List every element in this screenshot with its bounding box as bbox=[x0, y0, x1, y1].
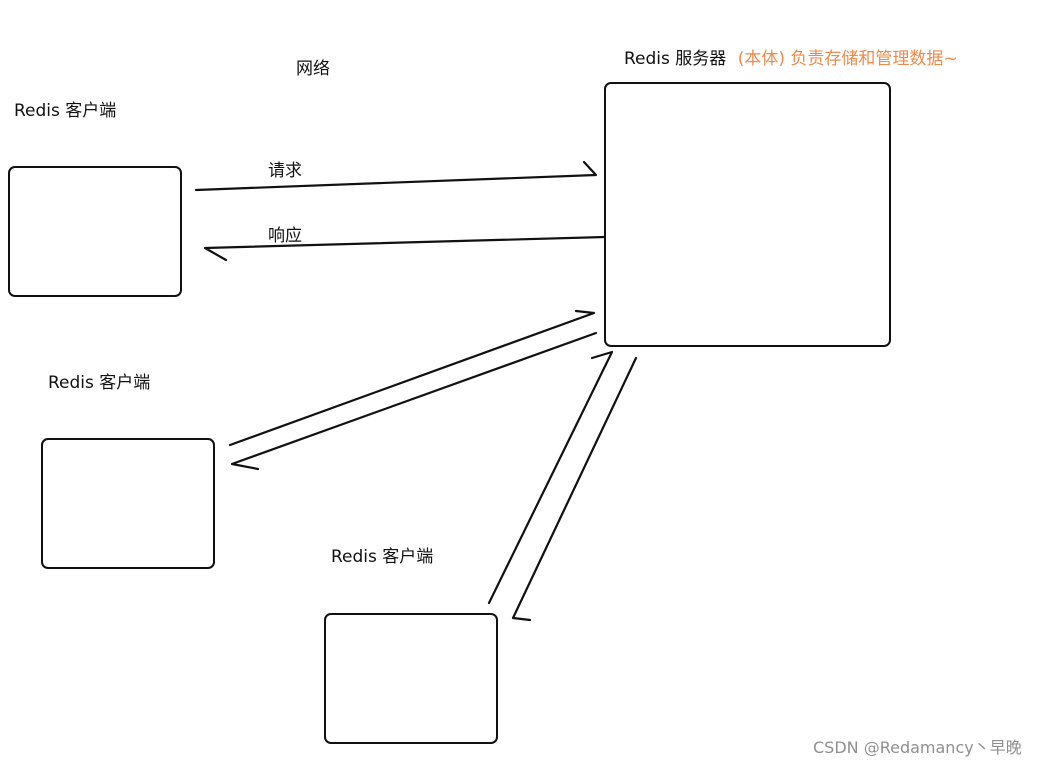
client-2-label: Redis 客户端 bbox=[48, 373, 151, 393]
client-3-response-arrow bbox=[511, 356, 638, 622]
client-2-request-arrow bbox=[228, 309, 596, 447]
network-label: 网络 bbox=[296, 59, 330, 79]
redis-server-box bbox=[604, 82, 891, 347]
request-arrow bbox=[194, 160, 598, 192]
redis-client-1-box bbox=[8, 166, 182, 297]
server-title: Redis 服务器 (本体) 负责存储和管理数据~ bbox=[624, 48, 958, 70]
redis-client-2-box bbox=[41, 438, 215, 569]
client-3-label: Redis 客户端 bbox=[331, 547, 434, 567]
server-note: (本体) 负责存储和管理数据~ bbox=[737, 49, 958, 69]
client-3-request-arrow bbox=[487, 350, 614, 605]
response-label: 响应 bbox=[268, 226, 302, 246]
response-arrow bbox=[203, 235, 607, 262]
client-2-response-arrow bbox=[230, 331, 598, 471]
client-1-label: Redis 客户端 bbox=[14, 101, 117, 121]
request-label: 请求 bbox=[268, 161, 302, 181]
server-label: Redis 服务器 bbox=[624, 49, 727, 69]
redis-client-3-box bbox=[324, 613, 498, 744]
watermark-text: CSDN @Redamancy丶早晚 bbox=[813, 738, 1022, 757]
